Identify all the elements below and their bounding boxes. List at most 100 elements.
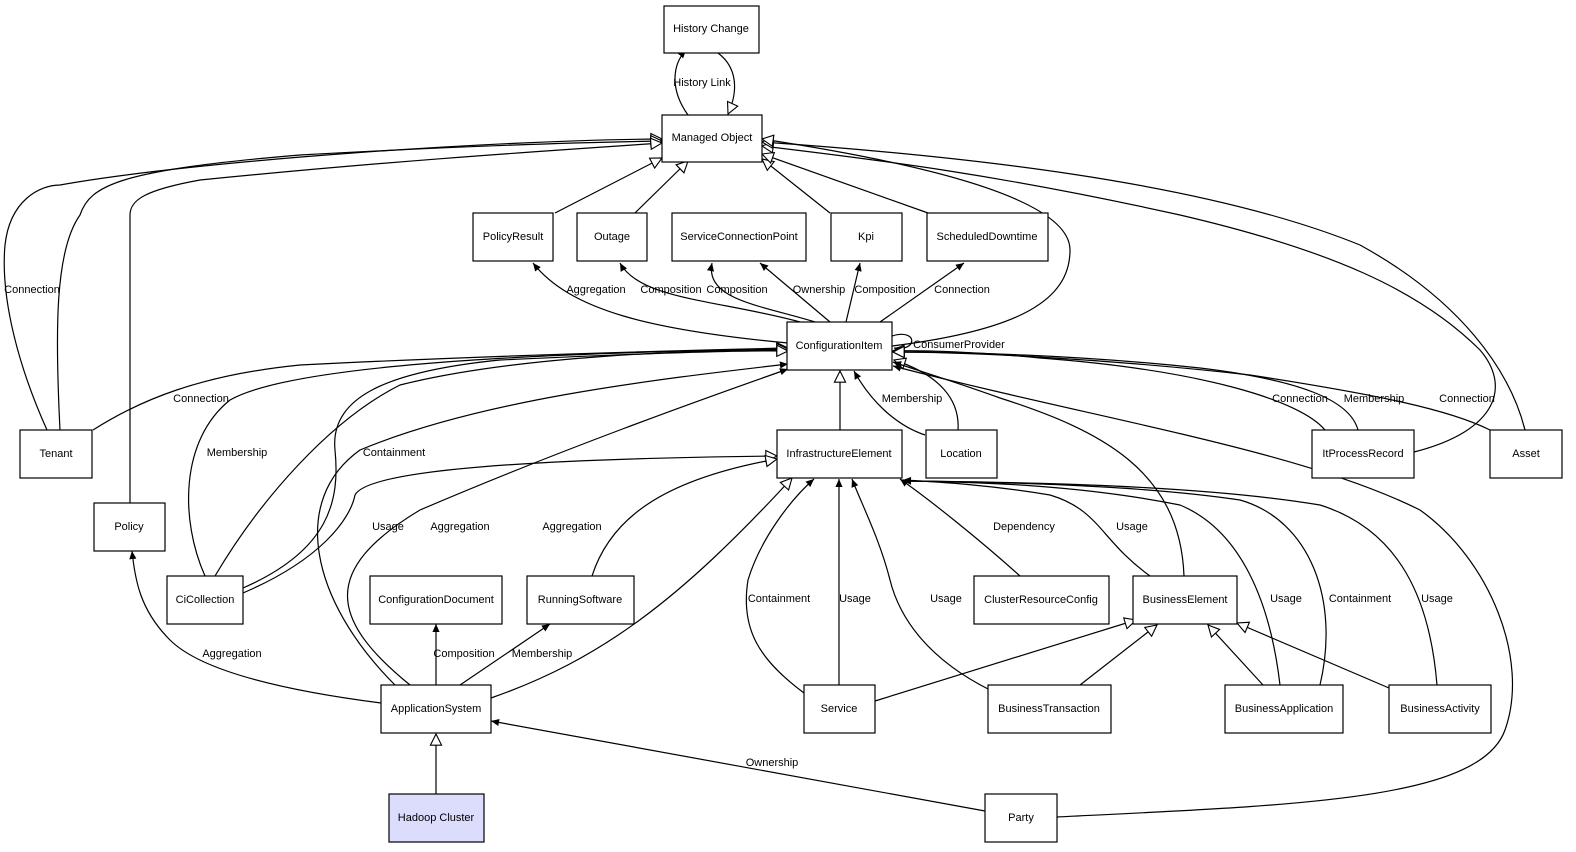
edge-label-composition-configdoc: Composition	[433, 648, 494, 660]
edge-label-composition-outage: Composition	[640, 284, 701, 296]
nodes: History Change Managed Object PolicyResu…	[19, 5, 1563, 843]
edge-label-ownership-scp: Ownership	[793, 284, 846, 296]
edge-cicollection-ci-a	[188, 349, 788, 577]
edge-party-ci	[892, 364, 1513, 818]
node-business-element[interactable]: BusinessElement	[1132, 575, 1238, 625]
node-label: BusinessTransaction	[998, 703, 1100, 715]
edge-as-policy	[129, 550, 382, 704]
edge-label-connection-asset: Connection	[1439, 393, 1495, 405]
edge-bact-ie	[902, 477, 1438, 686]
node-business-activity[interactable]: BusinessActivity	[1388, 684, 1492, 734]
node-service-connection-point[interactable]: ServiceConnectionPoint	[671, 212, 807, 262]
node-label: Location	[940, 448, 982, 460]
edge-label-ownership-party: Ownership	[746, 757, 799, 769]
edge-tenant-mo-b	[56, 141, 662, 431]
node-ci-collection[interactable]: CiCollection	[166, 575, 244, 625]
node-outage[interactable]: Outage	[576, 212, 648, 262]
node-running-software[interactable]: RunningSoftware	[526, 575, 635, 625]
edge-label-containment-ba: Containment	[1329, 593, 1391, 605]
edge-label-composition-kpi: Composition	[854, 284, 915, 296]
edge-label-usage-cicollection: Usage	[372, 521, 404, 533]
node-label: Tenant	[39, 448, 72, 460]
edge-cicollection-ci-b	[214, 346, 789, 577]
node-configuration-item[interactable]: ConfigurationItem	[786, 321, 893, 371]
edge-service-ie-a	[745, 478, 815, 694]
node-label: PolicyResult	[483, 231, 544, 243]
edge-label-connection-tenant-mo: Connection	[4, 284, 60, 296]
edge-label-usage-service: Usage	[839, 593, 871, 605]
node-label: InfrastructureElement	[786, 448, 891, 460]
edge-ba-be	[1208, 625, 1264, 686]
node-tenant[interactable]: Tenant	[19, 429, 93, 479]
edge-label-connection-itpr: Connection	[1272, 393, 1328, 405]
edge-labels: History Link Connection Aggregation Comp…	[4, 77, 1495, 769]
node-policy[interactable]: Policy	[93, 502, 166, 552]
edges	[3, 49, 1526, 818]
edge-label-connection-tenant-ci: Connection	[173, 393, 229, 405]
edge-kpi-mo	[762, 159, 831, 214]
node-business-application[interactable]: BusinessApplication	[1224, 684, 1344, 734]
edge-label-membership-cicollection: Membership	[207, 447, 268, 459]
node-label: ConfigurationDocument	[378, 594, 494, 606]
node-party[interactable]: Party	[984, 793, 1058, 843]
edge-label-consumer-provider: ConsumerProvider	[913, 339, 1005, 351]
node-cluster-resource-config[interactable]: ClusterResourceConfig	[973, 575, 1110, 625]
edge-ci-scp-b	[759, 262, 831, 323]
edge-label-membership-location: Membership	[882, 393, 943, 405]
node-business-transaction[interactable]: BusinessTransaction	[987, 684, 1112, 734]
edge-bact-be	[1237, 623, 1390, 689]
node-label: Outage	[594, 231, 630, 243]
node-scheduled-downtime[interactable]: ScheduledDowntime	[926, 212, 1049, 262]
edge-service-be	[874, 620, 1136, 702]
edge-label-usage-be: Usage	[1116, 521, 1148, 533]
node-policy-result[interactable]: PolicyResult	[472, 212, 554, 262]
edge-label-aggregation-as-1: Aggregation	[430, 521, 489, 533]
node-hadoop-cluster[interactable]: Hadoop Cluster	[388, 793, 485, 843]
node-location[interactable]: Location	[925, 429, 998, 479]
node-asset[interactable]: Asset	[1489, 429, 1563, 479]
edge-cicollection-ci-c	[242, 351, 788, 589]
node-label: Hadoop Cluster	[398, 812, 475, 824]
edge-tenant-mo-a	[3, 139, 662, 431]
node-label: ConfigurationItem	[796, 340, 883, 352]
edge-ba-ie-b	[902, 477, 1327, 686]
edge-bt-be	[1079, 625, 1157, 686]
edge-cicollection-ie	[242, 456, 777, 594]
node-kpi[interactable]: Kpi	[830, 212, 903, 262]
edge-as-ci-a	[317, 361, 789, 686]
edge-ci-sd	[879, 262, 965, 323]
edge-ba-ie-a	[902, 477, 1281, 686]
edge-tenant-ci	[92, 348, 788, 431]
edge-label-usage-bt: Usage	[930, 593, 962, 605]
edge-policy-mo	[129, 143, 662, 503]
node-label: CiCollection	[176, 594, 235, 606]
edge-ci-policyresult	[532, 262, 789, 344]
node-label: Party	[1008, 812, 1034, 824]
edge-label-dependency-crc: Dependency	[993, 521, 1055, 533]
node-label: Kpi	[858, 231, 874, 243]
edge-label-membership-rs: Membership	[512, 648, 573, 660]
node-it-process-record[interactable]: ItProcessRecord	[1311, 429, 1415, 479]
node-label: BusinessElement	[1143, 594, 1228, 606]
node-label: ClusterResourceConfig	[984, 594, 1098, 606]
edge-ci-mo	[762, 139, 1071, 347]
node-infrastructure-element[interactable]: InfrastructureElement	[776, 429, 903, 479]
node-label: ApplicationSystem	[391, 703, 482, 715]
node-label: BusinessApplication	[1235, 703, 1333, 715]
edge-asset-ci	[893, 352, 1491, 431]
node-label: ScheduledDowntime	[937, 231, 1038, 243]
edge-as-ci-b	[347, 368, 789, 686]
edge-bt-ie	[851, 478, 991, 691]
edge-asset-mo	[762, 142, 1526, 431]
edge-ci-kpi	[845, 262, 862, 323]
node-service[interactable]: Service	[803, 684, 876, 734]
node-configuration-document[interactable]: ConfigurationDocument	[369, 575, 503, 625]
node-application-system[interactable]: ApplicationSystem	[380, 684, 492, 734]
node-label: History Change	[673, 23, 749, 35]
node-label: Service	[821, 703, 858, 715]
node-history-change[interactable]: History Change	[663, 5, 760, 54]
edge-label-composition-scp: Composition	[706, 284, 767, 296]
node-managed-object[interactable]: Managed Object	[661, 114, 763, 163]
node-label: ItProcessRecord	[1322, 448, 1403, 460]
